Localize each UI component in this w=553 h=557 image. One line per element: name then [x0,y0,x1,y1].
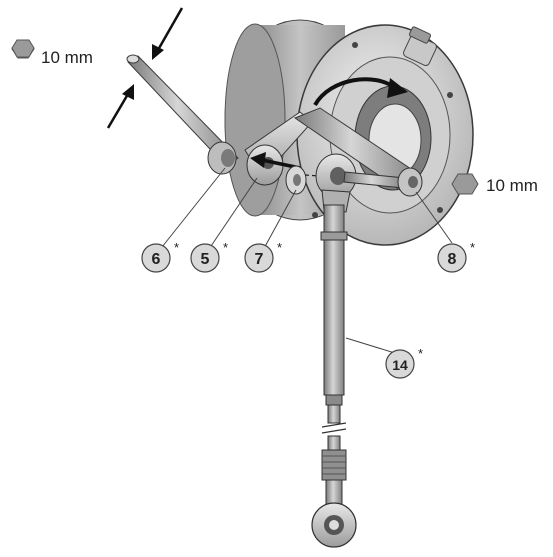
left-lever-handle [126,54,239,167]
callout-7-star: * [277,240,282,255]
leader-lines [157,167,453,355]
wrench-size-right: 10 mm [451,173,538,195]
callout-6: 6 * [141,240,179,273]
force-arrow-bottom [106,84,134,129]
hex-nut-icon [11,39,35,58]
callout-5-star: * [223,240,228,255]
callout-14-number: 14 [392,357,408,373]
callout-7-number: 7 [255,251,264,268]
hex-nut-icon [451,173,479,195]
wrench-size-left: 10 mm [11,39,93,67]
force-arrow-top [152,7,184,60]
callout-7: 7 * [244,240,282,273]
rod-break [321,422,347,434]
callout-8: 8 * [437,240,475,273]
callout-5: 5 * [190,240,228,273]
callout-6-number: 6 [152,251,161,268]
callout-8-star: * [470,240,475,255]
top-fitting [403,26,437,66]
wrench-size-right-label: 10 mm [486,176,538,195]
wrench-size-left-label: 10 mm [41,48,93,67]
rotation-arrow [313,77,408,107]
callout-5-number: 5 [201,251,210,268]
tie-rod-14 [320,204,348,424]
callout-6-star: * [174,240,179,255]
bolt-8 [343,167,423,197]
callout-14: 14 * [385,346,423,379]
callout-8-number: 8 [448,251,457,268]
nut-6 [207,141,237,175]
lower-rod-end [311,435,357,548]
washer-7 [285,165,307,195]
callout-14-star: * [418,346,423,361]
